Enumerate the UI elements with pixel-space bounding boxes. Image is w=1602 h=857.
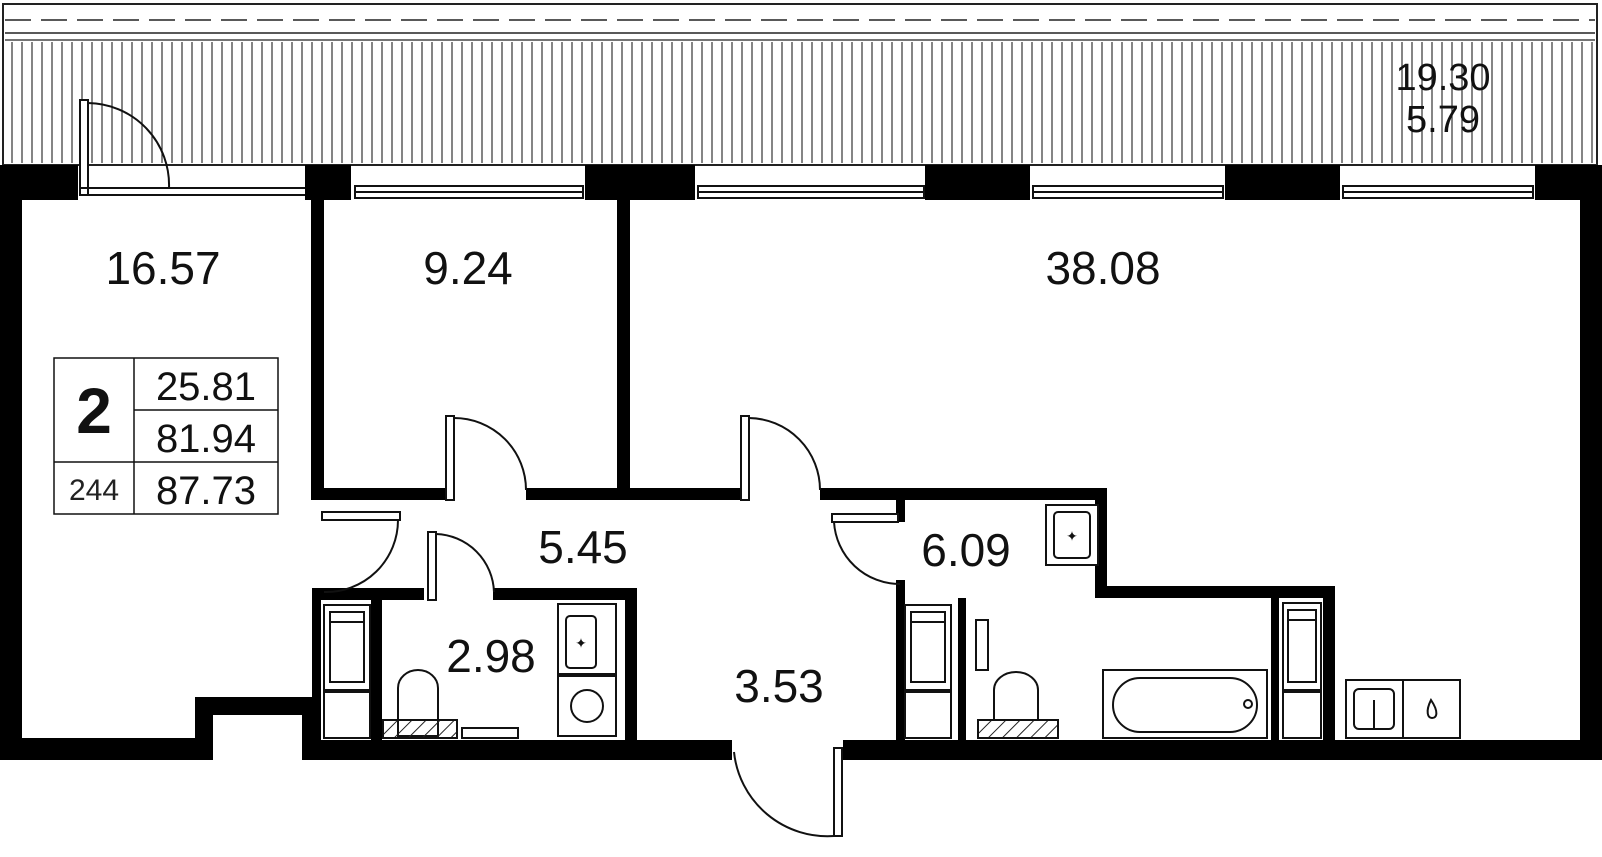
room-area-hallway: 5.45 bbox=[538, 521, 628, 573]
fixtures: ✦ ✦ bbox=[323, 504, 1461, 739]
room-labels: 16.57 9.24 38.08 5.45 2.98 3.53 6.09 bbox=[105, 242, 1160, 712]
total-area: 81.94 bbox=[156, 417, 256, 461]
balcony-area-reduced: 5.79 bbox=[1406, 99, 1480, 141]
room-area-bathroom: 6.09 bbox=[921, 524, 1011, 576]
balcony-area-total: 19.30 bbox=[1395, 57, 1490, 99]
room-area-bedroom: 9.24 bbox=[423, 242, 513, 294]
doors[interactable] bbox=[321, 415, 901, 838]
room-area-living-left: 16.57 bbox=[105, 242, 220, 294]
room-area-wc: 2.98 bbox=[446, 630, 536, 682]
room-area-living-right: 38.08 bbox=[1045, 242, 1160, 294]
room-count: 2 bbox=[76, 375, 112, 447]
balcony-door[interactable] bbox=[79, 99, 305, 196]
windows bbox=[354, 185, 1534, 199]
balcony: 19.30 5.79 bbox=[2, 3, 1598, 166]
total-with-balcony: 87.73 bbox=[156, 469, 256, 513]
exterior-walls bbox=[0, 165, 1602, 760]
svg-text:✦: ✦ bbox=[1066, 528, 1078, 544]
living-area: 25.81 bbox=[156, 365, 256, 409]
room-area-corridor: 3.53 bbox=[734, 660, 824, 712]
balcony-slats bbox=[11, 42, 1593, 163]
summary-table: 2 25.81 81.94 244 87.73 bbox=[53, 357, 279, 515]
svg-text:✦: ✦ bbox=[575, 635, 587, 651]
apartment-number: 244 bbox=[69, 474, 119, 507]
